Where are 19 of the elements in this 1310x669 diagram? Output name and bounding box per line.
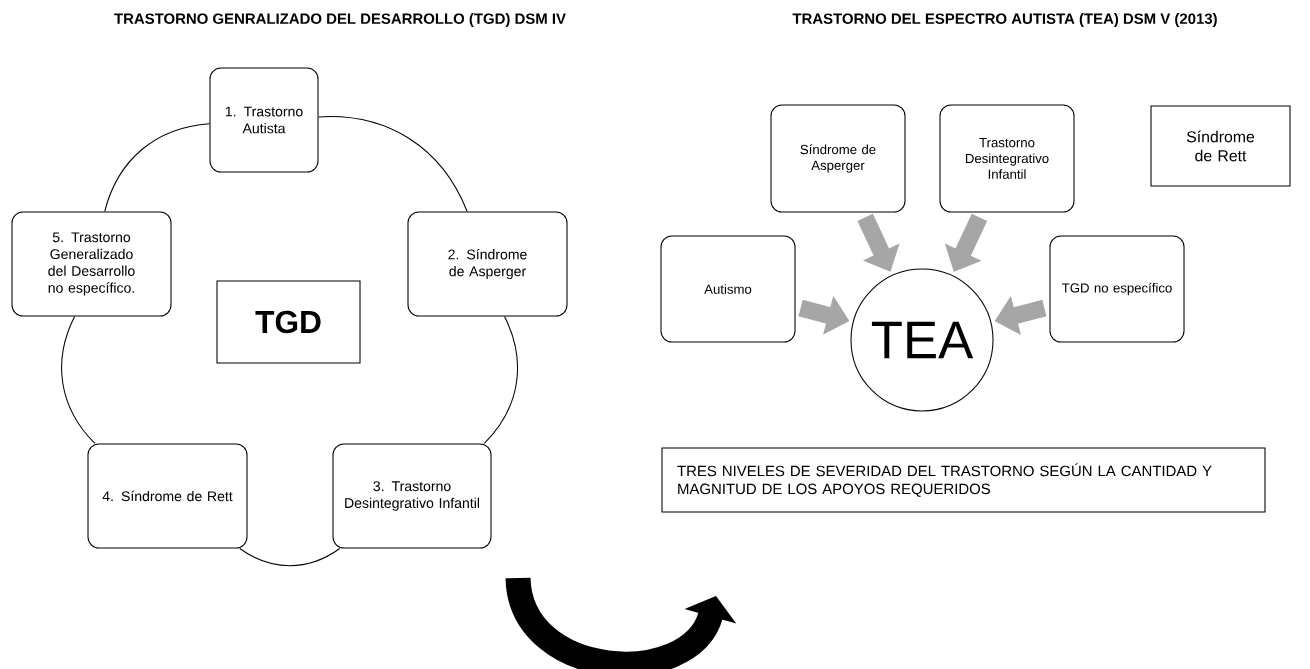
note-box: TRES NIVELES DE SEVERIDAD DEL TRASTORNO SEGÚN LA CANTIDAD Y MAGNITUD DE LOS APOYOS REQUERIDOS [661, 447, 1266, 513]
arc-line [239, 548, 341, 567]
arc-line [483, 316, 518, 444]
process-box: 4. Síndrome de Rett [87, 443, 248, 549]
arc-line [61, 316, 96, 444]
process-box: 5. Trastorno Generalizado del Desarrollo no específico. [11, 211, 172, 317]
heading: TRASTORNO GENRALIZADO DEL DESARROLLO (TGD) DSM IV [114, 13, 566, 27]
process-box: Trastorno Desintegrativo Infantil [939, 104, 1075, 213]
arc-line [104, 123, 210, 212]
arc-line [318, 116, 468, 212]
process-box: Autismo [660, 235, 796, 343]
text-box: Síndrome de Rett [1150, 105, 1291, 187]
process-box: 1. Trastorno Autista [209, 67, 319, 173]
center-box: TGD [216, 280, 361, 364]
heading: TRASTORNO DEL ESPECTRO AUTISTA (TEA) DSM V (2013) [792, 13, 1217, 27]
process-box: TGD no específico [1049, 235, 1185, 343]
process-box: 3. Trastorno Desintegrativo Infantil [332, 443, 492, 549]
process-box: 2. Síndrome de Asperger [407, 211, 568, 317]
process-box: Síndrome de Asperger [770, 104, 906, 213]
